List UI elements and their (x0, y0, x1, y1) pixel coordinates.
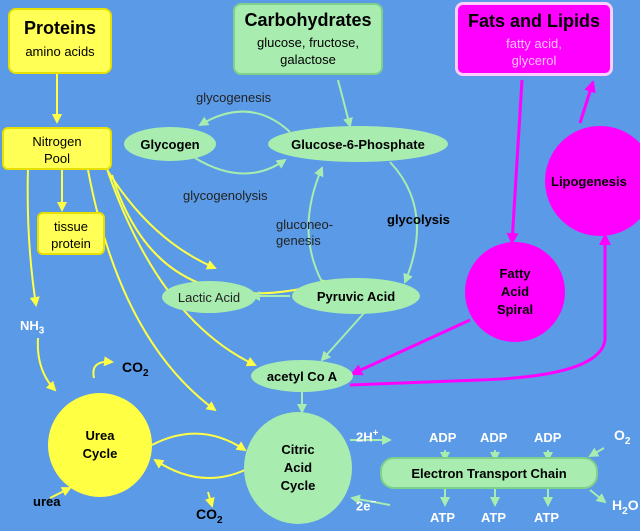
fatty-acid-spiral-node: Fatty Acid Spiral (465, 242, 565, 342)
two-h-plus-label: 2H+ (356, 428, 378, 444)
nh3-label: NH3 (20, 318, 44, 337)
co2-bottom-label: CO2 (196, 506, 223, 526)
atp-label-2: ATP (481, 510, 507, 525)
tissue-protein-box: tissue protein (37, 212, 105, 255)
co2-top-label: CO2 (122, 359, 149, 379)
two-e-minus-label: 2e− (356, 497, 376, 513)
glucose-6-phosphate-node: Glucose-6-Phosphate (268, 126, 448, 162)
two-h-text: 2H (356, 429, 373, 445)
carbohydrates-box: Carbohydrates glucose, fructose, galacto… (233, 3, 383, 75)
citric-line3: Cycle (280, 478, 316, 493)
nitrogen-pool-line2: Pool (43, 151, 71, 166)
gluconeogenesis-label-line1: gluconeo- (276, 217, 334, 232)
fats-sub1: fatty acid, (506, 36, 562, 51)
co2-bottom-text: CO (196, 506, 217, 522)
two-e-text: 2e (356, 498, 371, 514)
glycogen-node: Glycogen (124, 127, 216, 161)
nh3-subscript: 3 (38, 325, 45, 337)
urea-label: urea (33, 494, 61, 509)
adp-label-1: ADP (429, 430, 457, 445)
proteins-box: Proteins amino acids (8, 8, 112, 74)
atp-label-3: ATP (534, 510, 560, 525)
h2o-tail: O (627, 497, 639, 513)
electron-transport-chain-box: Electron Transport Chain (380, 457, 598, 489)
h-plus-superscript: + (372, 428, 379, 439)
nitrogen-pool-line1: Nitrogen (32, 134, 82, 149)
adp-label-2: ADP (480, 430, 508, 445)
carbohydrates-sub1: glucose, fructose, (257, 35, 359, 50)
atp-label-1: ATP (430, 510, 456, 525)
o2-text: O (614, 427, 625, 443)
tissue-protein-line1: tissue (54, 219, 88, 234)
h2o-subscript: 2 (622, 505, 628, 517)
co2-top-text: CO (122, 359, 143, 375)
glycogenolysis-label: glycogenolysis (183, 188, 268, 203)
fats-sub2: glycerol (511, 53, 557, 68)
carbohydrates-title: Carbohydrates (244, 10, 372, 30)
pyruvic-acid-node: Pyruvic Acid (292, 278, 420, 314)
citric-line1: Citric (281, 442, 315, 457)
urea-cycle-line2: Cycle (82, 446, 118, 461)
etc-label: Electron Transport Chain (411, 465, 567, 481)
proteins-title: Proteins (23, 18, 97, 38)
fats-title: Fats and Lipids (467, 11, 600, 31)
lipogenesis-node: Lipogenesis (545, 126, 640, 236)
gluconeogenesis-label-line2: genesis (276, 233, 321, 248)
proteins-subtitle: amino acids (25, 44, 95, 59)
glycogenesis-label: glycogenesis (196, 90, 272, 105)
urea-cycle-line1: Urea (85, 428, 115, 443)
lipogenesis-label: Lipogenesis (551, 173, 627, 189)
lactic-acid-label: Lactic Acid (177, 289, 241, 305)
fatty-spiral-line2: Acid (500, 284, 530, 299)
co2-bottom-subscript: 2 (217, 514, 223, 526)
nitrogen-pool-box: Nitrogen Pool (2, 127, 112, 170)
adp-label-3: ADP (534, 430, 562, 445)
tissue-protein-line2: protein (51, 236, 91, 251)
e-minus-superscript: − (370, 497, 377, 508)
h2o-text: H (612, 497, 623, 513)
nh3-text: NH (20, 318, 39, 333)
co2-top-subscript: 2 (143, 367, 149, 379)
o2-subscript: 2 (624, 435, 631, 447)
fats-box: Fats and Lipids fatty acid, glycerol (455, 2, 613, 76)
lactic-acid-node: Lactic Acid (162, 281, 256, 313)
h2o-label: H2O (612, 497, 639, 517)
glycolysis-label: glycolysis (387, 212, 450, 227)
fatty-spiral-line3: Spiral (496, 302, 534, 317)
citric-line2: Acid (283, 460, 313, 475)
citric-acid-cycle-node: Citric Acid Cycle (244, 412, 352, 524)
carbohydrates-sub2: galactose (280, 52, 336, 67)
urea-cycle-node: Urea Cycle (48, 393, 152, 497)
fatty-spiral-line1: Fatty (499, 266, 531, 281)
o2-label: O2 (614, 427, 630, 447)
acetyl-coa-node: acetyl Co A (251, 360, 353, 392)
